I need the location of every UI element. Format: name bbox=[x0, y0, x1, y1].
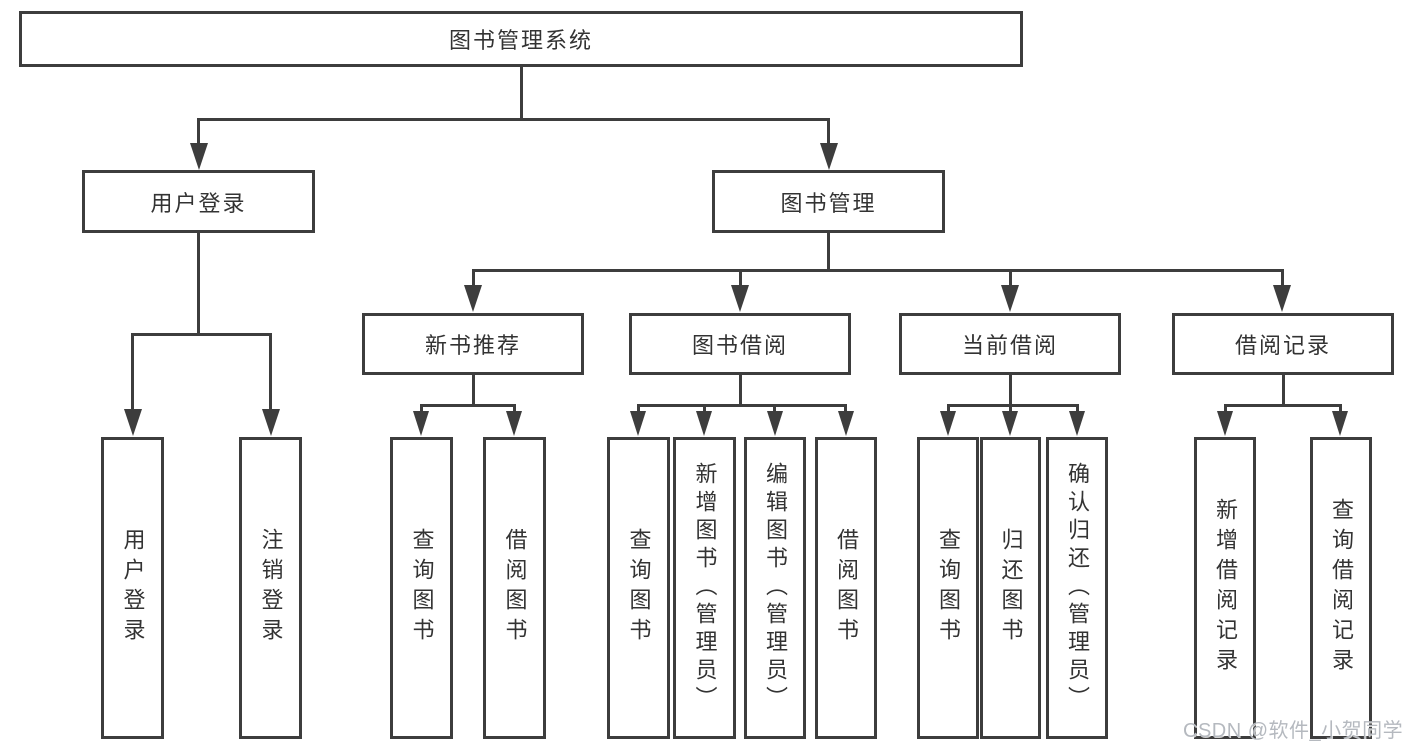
node-leaf-query-borrow-record: 查询借阅记录 bbox=[1310, 437, 1372, 739]
connector-drop bbox=[773, 404, 776, 414]
connector-drop bbox=[947, 404, 950, 414]
node-book-management: 图书管理 bbox=[712, 170, 945, 233]
arrowhead-down-icon bbox=[767, 411, 783, 436]
connector-drop bbox=[472, 269, 475, 287]
connector-drop bbox=[1224, 404, 1227, 414]
arrowhead-down-icon bbox=[838, 411, 854, 436]
arrowhead-down-icon bbox=[464, 285, 482, 312]
arrowhead-down-icon bbox=[630, 411, 646, 436]
connector-branch bbox=[947, 404, 1079, 407]
connector-stem bbox=[1282, 374, 1285, 407]
node-leaf-logout: 注销登录 bbox=[239, 437, 302, 739]
connector-root-branch bbox=[197, 118, 830, 121]
watermark: CSDN @软件_小贺同学 bbox=[1183, 720, 1404, 742]
arrowhead-down-icon bbox=[820, 143, 838, 170]
connector-drop bbox=[844, 404, 847, 414]
node-leaf-add-books: 新增图书（管理员） bbox=[673, 437, 736, 739]
connector-drop bbox=[1076, 404, 1079, 414]
connector-stem bbox=[472, 374, 475, 407]
arrowhead-down-icon bbox=[696, 411, 712, 436]
connector-drop bbox=[739, 269, 742, 287]
node-new-book-recommend: 新书推荐 bbox=[362, 313, 584, 375]
connector-branch bbox=[472, 269, 1284, 272]
arrowhead-down-icon bbox=[413, 411, 429, 436]
connector-drop bbox=[513, 404, 516, 414]
node-leaf-borrow-books-1: 借阅图书 bbox=[483, 437, 546, 739]
arrowhead-down-icon bbox=[1273, 285, 1291, 312]
connector-drop bbox=[703, 404, 706, 414]
node-leaf-user-login: 用户登录 bbox=[101, 437, 164, 739]
node-user-login: 用户登录 bbox=[82, 170, 315, 233]
connector-branch bbox=[131, 333, 272, 336]
node-book-borrowing: 图书借阅 bbox=[629, 313, 851, 375]
connector-branch bbox=[637, 404, 847, 407]
connector-drop bbox=[827, 118, 830, 146]
node-leaf-query-books-3: 查询图书 bbox=[917, 437, 979, 739]
node-borrowing-records: 借阅记录 bbox=[1172, 313, 1394, 375]
connector-stem bbox=[827, 232, 830, 272]
connector-drop bbox=[637, 404, 640, 414]
connector-drop bbox=[269, 333, 272, 411]
node-current-borrowing: 当前借阅 bbox=[899, 313, 1121, 375]
connector-drop bbox=[1009, 404, 1012, 414]
connector-drop bbox=[1281, 269, 1284, 287]
arrowhead-down-icon bbox=[731, 285, 749, 312]
connector-drop bbox=[1339, 404, 1342, 414]
arrowhead-down-icon bbox=[1069, 411, 1085, 436]
connector-stem bbox=[197, 232, 200, 336]
arrowhead-down-icon bbox=[1001, 285, 1019, 312]
connector-root-stem bbox=[520, 66, 523, 121]
node-leaf-return-books: 归还图书 bbox=[980, 437, 1041, 739]
arrowhead-down-icon bbox=[1332, 411, 1348, 436]
node-leaf-borrow-books-2: 借阅图书 bbox=[815, 437, 877, 739]
connector-drop bbox=[1009, 269, 1012, 287]
connector-drop bbox=[197, 118, 200, 146]
node-root: 图书管理系统 bbox=[19, 11, 1023, 67]
arrowhead-down-icon bbox=[124, 409, 142, 436]
arrowhead-down-icon bbox=[190, 143, 208, 170]
node-leaf-confirm-return: 确认归还（管理员） bbox=[1046, 437, 1108, 739]
node-leaf-add-borrow-record: 新增借阅记录 bbox=[1194, 437, 1256, 739]
connector-branch bbox=[1224, 404, 1342, 407]
arrowhead-down-icon bbox=[1217, 411, 1233, 436]
connector-stem bbox=[739, 374, 742, 407]
node-leaf-query-books-2: 查询图书 bbox=[607, 437, 670, 739]
connector-drop bbox=[131, 333, 134, 411]
arrowhead-down-icon bbox=[262, 409, 280, 436]
node-leaf-edit-books: 编辑图书（管理员） bbox=[744, 437, 806, 739]
arrowhead-down-icon bbox=[1002, 411, 1018, 436]
arrowhead-down-icon bbox=[940, 411, 956, 436]
node-leaf-query-books-1: 查询图书 bbox=[390, 437, 453, 739]
connector-drop bbox=[420, 404, 423, 414]
connector-stem bbox=[1009, 374, 1012, 407]
connector-branch bbox=[420, 404, 516, 407]
arrowhead-down-icon bbox=[506, 411, 522, 436]
